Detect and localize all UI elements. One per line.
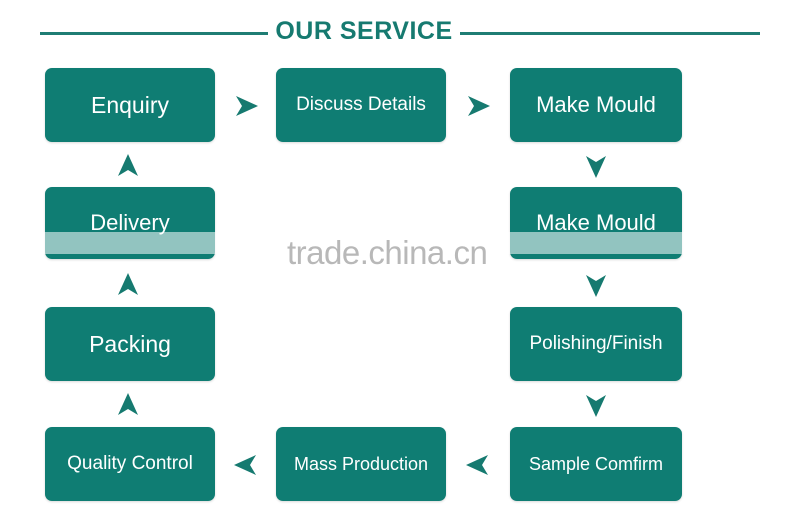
watermark-band (40, 232, 700, 254)
arrow-left-icon (464, 451, 492, 479)
step-make-mould-1: Make Mould (510, 68, 682, 142)
arrow-up-icon (114, 271, 142, 299)
step-label: Delivery (90, 210, 170, 235)
step-discuss-details: Discuss Details (276, 68, 446, 142)
arrow-down-icon (582, 391, 610, 419)
title-divider-left (40, 32, 268, 35)
step-label: Make Mould (536, 92, 656, 117)
step-polishing-finish: Polishing/Finish (510, 307, 682, 381)
step-quality-control: Quality Control (45, 427, 215, 501)
step-label: Discuss Details (296, 94, 426, 115)
step-packing: Packing (45, 307, 215, 381)
step-label: Sample Comfirm (528, 453, 664, 474)
title-divider-right (460, 32, 760, 35)
arrow-up-icon (114, 152, 142, 180)
step-label: Quality Control (67, 453, 193, 474)
step-label: Packing (89, 330, 171, 357)
step-label: Polishing/Finish (529, 333, 663, 354)
arrow-up-icon (114, 391, 142, 419)
arrow-left-icon (232, 451, 260, 479)
page-title: OUR SERVICE (275, 17, 453, 45)
arrow-right-icon (232, 92, 260, 120)
arrow-down-icon (582, 152, 610, 180)
arrow-down-icon (582, 271, 610, 299)
step-sample-comfirm: Sample Comfirm (510, 427, 682, 501)
step-enquiry: Enquiry (45, 68, 215, 142)
title-bar: OUR SERVICE (0, 14, 800, 50)
watermark-text: trade.china.cn (287, 234, 488, 271)
step-label: Enquiry (91, 91, 169, 118)
step-label: Mass Production (293, 453, 429, 474)
step-mass-production: Mass Production (276, 427, 446, 501)
arrow-right-icon (464, 92, 492, 120)
step-label: Make Mould (536, 210, 656, 235)
